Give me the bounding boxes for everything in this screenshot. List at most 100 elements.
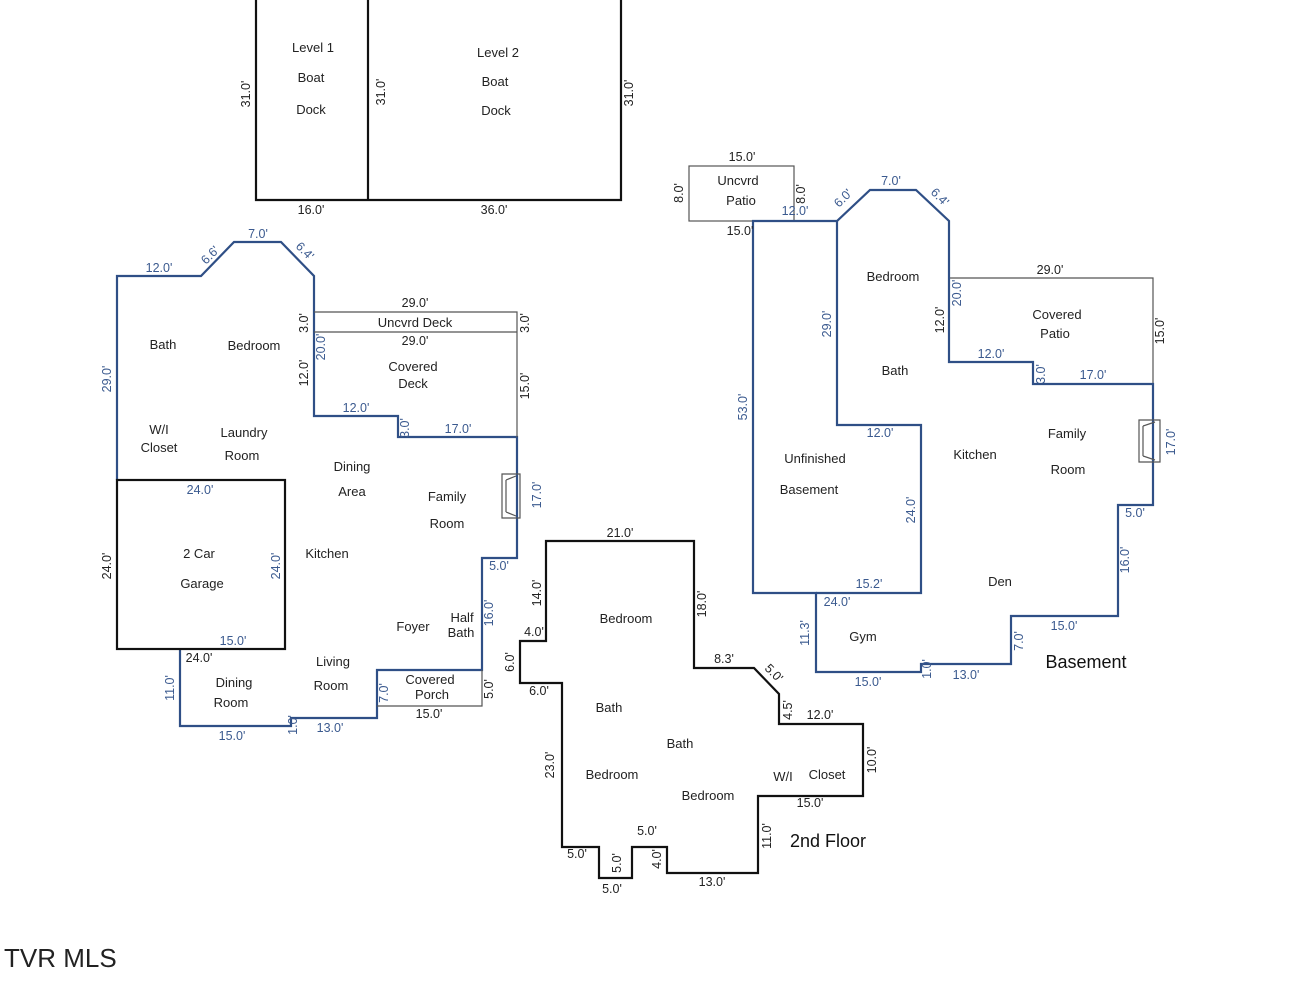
garage-walls <box>115 478 287 651</box>
sf-dim-b5d: 5.0' <box>567 847 587 861</box>
mf-covered-porch-1: Covered <box>405 672 454 687</box>
b-dim-cov-20: 20.0' <box>950 280 964 307</box>
b-den: Den <box>988 574 1012 589</box>
uncvrd-patio-walls <box>688 165 795 222</box>
mf-dining-room-1: Dining <box>216 675 253 690</box>
mf-2car: 2 Car <box>183 546 215 561</box>
mf-dim-right-16: 16.0' <box>482 600 496 627</box>
sf-bath-1: Bath <box>596 700 623 715</box>
mf-family: Family <box>428 489 467 504</box>
fireplace-icon <box>501 473 521 519</box>
boat-dock-walls <box>254 0 623 202</box>
mf-laundry: Laundry <box>221 425 268 440</box>
mf-dim-porch-bottom: 15.0' <box>416 707 443 721</box>
level1-label: Level 1 <box>292 40 334 55</box>
mf-dining-room-2: Room <box>214 695 249 710</box>
sf-wi: W/I <box>773 769 793 784</box>
sf-dim-b5c: 5.0' <box>602 882 622 896</box>
mf-closet: Closet <box>141 440 178 455</box>
mf-dim-right-5: 5.0' <box>489 559 509 573</box>
b-dim-gym-24: 24.0' <box>824 595 851 609</box>
covered-patio-lines <box>949 277 1154 384</box>
mf-wi: W/I <box>149 422 169 437</box>
b-dim-gym-15: 15.0' <box>855 675 882 689</box>
mf-dining: Dining <box>334 459 371 474</box>
mf-dim-fireplace-17: 17.0' <box>530 482 544 509</box>
b-dim-step-3: 3.0' <box>1034 364 1048 384</box>
sf-dim-b5b: 5.0' <box>610 853 624 873</box>
mf-covered-porch-2: Porch <box>415 687 449 702</box>
porch-lines <box>377 670 483 707</box>
mf-half: Half <box>450 610 474 625</box>
basement-inner-walls <box>816 221 923 595</box>
mf-dim-covered-left: 20.0' <box>314 334 328 361</box>
basement-outline <box>751 188 1155 674</box>
mf-laundry-room: Room <box>225 448 260 463</box>
sf-bedroom-3: Bedroom <box>682 788 735 803</box>
mf-dim-deck-right-h: 3.0' <box>518 313 532 333</box>
b-dim-bot-15: 15.0' <box>1051 619 1078 633</box>
b-dim-gym-113: 11.3' <box>798 620 812 646</box>
mf-dim-deck-top: 29.0' <box>402 296 429 310</box>
sf-dim-b4: 4.0' <box>650 849 664 869</box>
level2-dock-label: Dock <box>481 103 511 118</box>
b-gym: Gym <box>849 629 876 644</box>
sf-dim-left-14: 14.0' <box>530 580 544 607</box>
mf-dim-diag-right: 6.4' <box>293 239 317 263</box>
mf-dim-garage-right: 24.0' <box>269 553 283 580</box>
b-dim-patio-bottom: 15.0' <box>727 224 754 238</box>
b-dim-inner-152: 15.2' <box>856 577 883 591</box>
level2-label: Level 2 <box>477 45 519 60</box>
b-dim-right-12: 12.0' <box>933 307 947 334</box>
b-dim-step-12: 12.0' <box>978 347 1005 361</box>
basement-title: Basement <box>1045 652 1126 672</box>
mf-dim-deck-left-h: 3.0' <box>297 313 311 333</box>
sf-dim-12: 12.0' <box>807 708 834 722</box>
sf-dim-b5a: 5.0' <box>637 824 657 838</box>
level1-boat-label: Boat <box>298 70 325 85</box>
sf-dim-step-6a: 6.0' <box>503 652 517 672</box>
sf-dim-5: 5.0' <box>762 661 786 685</box>
b-dim-bot-13: 13.0' <box>953 668 980 682</box>
b-dim-small-1: 1.0' <box>920 659 934 679</box>
b-dim-patio-top: 15.0' <box>729 150 756 164</box>
mf-dim-porch-7: 7.0' <box>377 683 391 703</box>
sf-closet: Closet <box>809 767 846 782</box>
mf-dim-step-17: 17.0' <box>445 422 472 436</box>
sf-dim-bottom-13: 13.0' <box>699 875 726 889</box>
b-covered: Covered <box>1032 307 1081 322</box>
sf-dim-step-6b: 6.0' <box>529 684 549 698</box>
sf-dim-step-4: 4.0' <box>524 625 544 639</box>
mf-foyer: Foyer <box>396 619 430 634</box>
mf-dim-dining-left: 11.0' <box>163 675 177 701</box>
b-family-room: Room <box>1051 462 1086 477</box>
mf-dim-deck-right-15: 15.0' <box>518 373 532 400</box>
sf-dim-10: 10.0' <box>865 747 879 774</box>
b-patio: Patio <box>726 193 756 208</box>
mf-kitchen: Kitchen <box>305 546 348 561</box>
basement-fireplace-icon <box>1138 419 1161 463</box>
mf-deck: Deck <box>398 376 428 391</box>
b-unfinished-basement: Basement <box>780 482 839 497</box>
dock-dim-bottom-right: 36.0' <box>481 203 508 217</box>
b-dim-inner-29: 29.0' <box>820 311 834 338</box>
mf-family-room: Room <box>430 516 465 531</box>
b-dim-right-16: 16.0' <box>1118 547 1132 574</box>
mf-covered: Covered <box>388 359 437 374</box>
mf-bath: Bath <box>150 337 177 352</box>
b-uncvrd: Uncvrd <box>717 173 758 188</box>
mf-half-bath: Bath <box>448 625 475 640</box>
mf-dim-garage-bottom: 15.0' <box>220 634 247 648</box>
b-dim-inner-24: 24.0' <box>904 497 918 524</box>
mf-dim-bottom-13: 13.0' <box>317 721 344 735</box>
mf-dim-dining-bottom: 15.0' <box>219 729 246 743</box>
mf-garage: Garage <box>180 576 223 591</box>
mf-dim-small-1: 1.0' <box>286 715 300 735</box>
mf-dim-step-3: 3.0' <box>398 418 412 438</box>
b-dim-patio-left: 8.0' <box>672 183 686 203</box>
second-floor: Bedroom Bath Bath Bedroom Bedroom W/I Cl… <box>503 526 879 896</box>
b-dim-cov-29: 29.0' <box>1037 263 1064 277</box>
b-dim-top-12: 12.0' <box>782 204 809 218</box>
sf-dim-8-3: 8.3' <box>714 652 734 666</box>
